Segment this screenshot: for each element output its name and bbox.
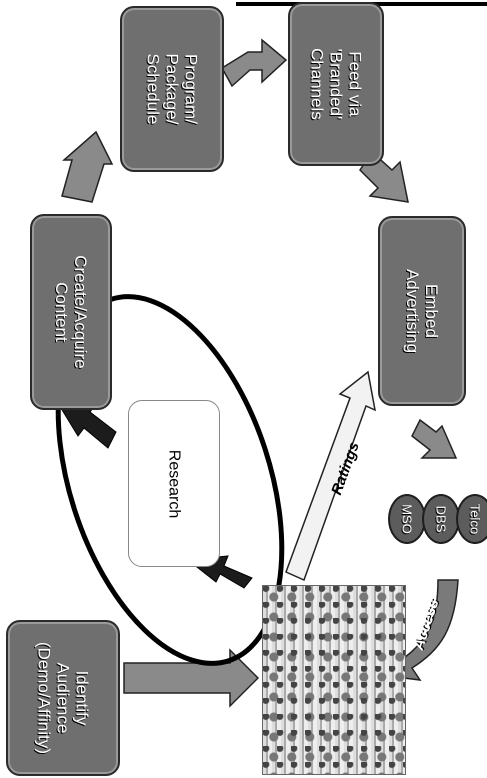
mso-disc: MSO xyxy=(388,494,426,544)
telco-disc: Telco xyxy=(456,494,487,544)
feed-box: Feed via'Branded'Channels xyxy=(288,2,384,166)
arrow-embed-to-distributors xyxy=(411,418,458,459)
research-label: Research xyxy=(165,449,183,518)
arrow-create-to-program xyxy=(61,130,114,203)
research-box: Research xyxy=(128,400,220,567)
arrow-program-to-feed xyxy=(220,38,288,88)
feed-label: Feed via'Branded'Channels xyxy=(307,48,365,120)
telco-label: Telco xyxy=(467,503,483,535)
mso-label: MSO xyxy=(399,504,415,534)
arrow-ratings xyxy=(285,370,376,582)
program-box: Program/Package/Schedule xyxy=(120,6,224,172)
program-label: Program/Package/Schedule xyxy=(143,53,201,125)
dbs-disc: DBS xyxy=(422,494,460,544)
dbs-label: DBS xyxy=(433,505,449,533)
audience-crowd-image xyxy=(262,585,406,775)
